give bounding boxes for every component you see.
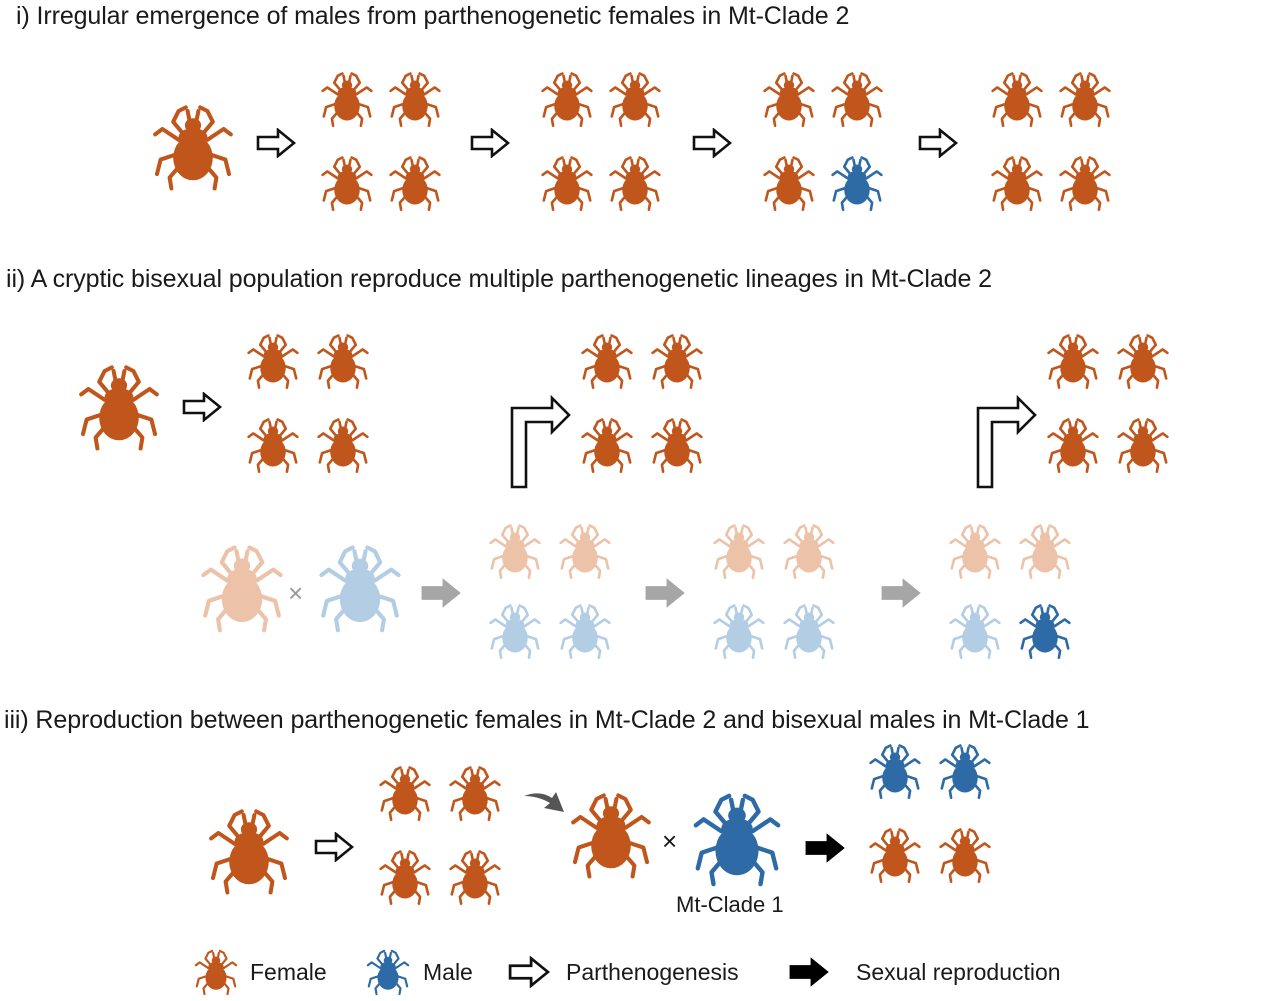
s2-arrow-1 bbox=[182, 391, 223, 423]
s1-arrow-1 bbox=[256, 127, 297, 159]
s3-gen1-tick-4 bbox=[446, 848, 504, 906]
s2-bisexual-gen3-tick-1 bbox=[946, 522, 1004, 580]
s2-bisexual-gen1-tick-3 bbox=[486, 602, 544, 660]
legend-male-label: Male bbox=[423, 959, 473, 985]
s1-parent-female bbox=[148, 102, 238, 192]
section-1-title: i) Irregular emergence of males from par… bbox=[16, 2, 850, 30]
s2-bisexual-gen2-tick-3 bbox=[710, 602, 768, 660]
s2-lineage2-tick-2 bbox=[648, 332, 706, 390]
legend-hollow-arrow-icon bbox=[508, 955, 551, 989]
s1-gen1-tick-4 bbox=[386, 154, 444, 212]
s3-pointer-arrow bbox=[522, 790, 566, 816]
s2-lineage1-tick-3 bbox=[244, 416, 302, 474]
legend-female-tick-icon bbox=[192, 948, 240, 996]
s1-gen4-tick-2 bbox=[1056, 70, 1114, 128]
s1-gen3-tick-1 bbox=[760, 70, 818, 128]
s2-lineage3-tick-1 bbox=[1044, 332, 1102, 390]
s1-gen3-tick-4 bbox=[828, 154, 886, 212]
legend-male-tick-icon bbox=[364, 948, 412, 996]
s2-bisexual-gen1-tick-2 bbox=[556, 522, 614, 580]
section-3-title: iii) Reproduction between parthenogeneti… bbox=[4, 706, 1090, 734]
section-2-title: ii) A cryptic bisexual population reprod… bbox=[6, 265, 992, 293]
s1-arrow-2 bbox=[470, 127, 511, 159]
s1-gen4-tick-4 bbox=[1056, 154, 1114, 212]
legend-parthenogenesis-label: Parthenogenesis bbox=[566, 959, 739, 985]
s1-arrow-4 bbox=[918, 127, 959, 159]
s3-offspring-tick-3 bbox=[866, 826, 924, 884]
s1-gen2-tick-2 bbox=[606, 70, 664, 128]
s2-lineage1-tick-2 bbox=[314, 332, 372, 390]
s2-gray-arrow-2 bbox=[644, 577, 686, 609]
s3-selected-female bbox=[566, 790, 656, 880]
s3-gen1-tick-2 bbox=[446, 764, 504, 822]
mt-clade-1-label: Mt-Clade 1 bbox=[676, 892, 784, 917]
s3-clade1-male bbox=[688, 790, 786, 888]
s1-gen1-tick-2 bbox=[386, 70, 444, 128]
s3-offspring-tick-2 bbox=[936, 742, 994, 800]
s2-bisexual-gen1-tick-4 bbox=[556, 602, 614, 660]
s2-lineage1-tick-4 bbox=[314, 416, 372, 474]
s2-bisexual-gen2-tick-1 bbox=[710, 522, 768, 580]
s2-lineage2-tick-4 bbox=[648, 416, 706, 474]
s1-gen3-tick-3 bbox=[760, 154, 818, 212]
s2-lineage3-tick-4 bbox=[1114, 416, 1172, 474]
s2-lineage1-tick-1 bbox=[244, 332, 302, 390]
s1-arrow-3 bbox=[692, 127, 733, 159]
s1-gen1-tick-1 bbox=[318, 70, 376, 128]
s1-gen1-tick-3 bbox=[318, 154, 376, 212]
s1-gen4-tick-3 bbox=[988, 154, 1046, 212]
s1-gen2-tick-3 bbox=[538, 154, 596, 212]
s1-gen2-tick-4 bbox=[606, 154, 664, 212]
legend-female-label: Female bbox=[250, 959, 327, 985]
s3-parent-female bbox=[204, 806, 294, 896]
s3-arrow-1 bbox=[314, 831, 355, 863]
s3-gen1-tick-1 bbox=[376, 764, 434, 822]
s2-lineage2-tick-3 bbox=[578, 416, 636, 474]
s3-solid-arrow bbox=[804, 832, 846, 864]
s2-bent-arrow-1 bbox=[510, 394, 572, 489]
s2-bisexual-gen2-tick-4 bbox=[780, 602, 838, 660]
s2-bisexual-gen2-tick-2 bbox=[780, 522, 838, 580]
s2-bisexual-gen3-tick-3 bbox=[946, 602, 1004, 660]
s2-bisexual-gen1-tick-1 bbox=[486, 522, 544, 580]
s3-offspring-tick-1 bbox=[866, 742, 924, 800]
s3-gen1-tick-3 bbox=[376, 848, 434, 906]
s3-offspring-tick-4 bbox=[936, 826, 994, 884]
s2-lineage3-tick-3 bbox=[1044, 416, 1102, 474]
s2-lineage2-tick-1 bbox=[578, 332, 636, 390]
cross-symbol-s2: × bbox=[288, 578, 304, 608]
s2-bisexual-gen3-tick-2 bbox=[1016, 522, 1074, 580]
s2-gray-arrow-3 bbox=[880, 577, 922, 609]
s2-bent-arrow-2 bbox=[976, 394, 1038, 489]
s1-gen3-tick-2 bbox=[828, 70, 886, 128]
s2-parent-female bbox=[74, 362, 164, 452]
s2-bisexual-male bbox=[314, 542, 406, 634]
cross-symbol-s3: × bbox=[662, 826, 678, 856]
s2-bisexual-gen3-tick-4 bbox=[1016, 602, 1074, 660]
s2-lineage3-tick-2 bbox=[1114, 332, 1172, 390]
s1-gen4-tick-1 bbox=[988, 70, 1046, 128]
s1-gen2-tick-1 bbox=[538, 70, 596, 128]
legend-solid-arrow-icon bbox=[788, 956, 830, 988]
s2-bisexual-female bbox=[196, 542, 288, 634]
s2-gray-arrow-1 bbox=[420, 577, 462, 609]
legend-sexual-label: Sexual reproduction bbox=[856, 959, 1061, 985]
